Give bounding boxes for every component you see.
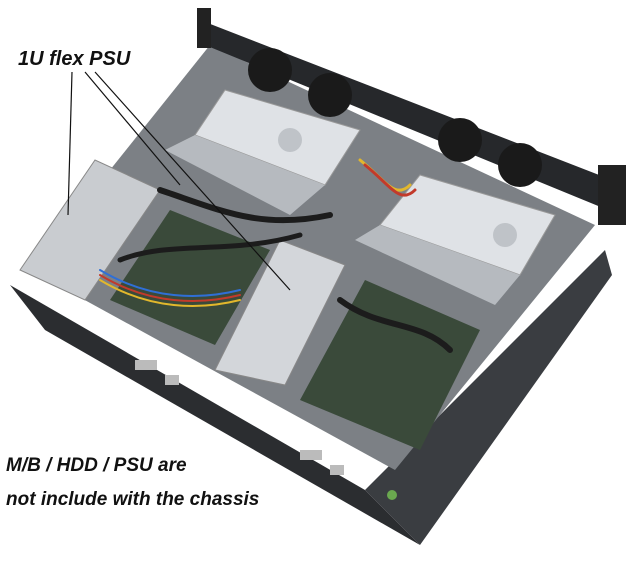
rack-ear-right [598,165,626,225]
disclaimer-line-1: M/B / HDD / PSU are [6,455,187,476]
disclaimer-line-2: not include with the chassis [6,489,260,510]
rear-io-ports [135,360,397,500]
drive-tray-left [165,135,325,215]
fan-row [248,48,542,187]
rack-ear-left [197,8,211,48]
cable-bundles [99,158,453,353]
drive-tray-right [355,225,520,305]
motherboard-right [300,280,480,450]
chassis-side-panel [10,285,420,545]
chassis-front-panel [365,250,612,545]
hard-drive-left [194,89,361,186]
psu-unit-center [214,239,346,386]
psu-callout-label: 1U flex PSU [18,48,131,70]
psu-callout-lines [67,71,291,291]
